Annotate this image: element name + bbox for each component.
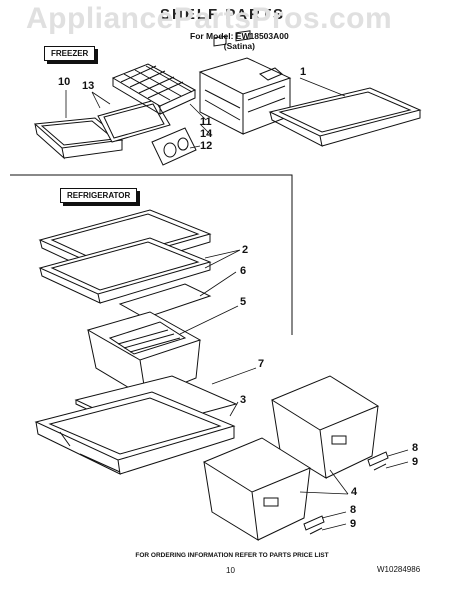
page-number: 10 [226, 566, 235, 575]
ice-tray-frame-drawing [97, 99, 171, 143]
icemaker-housing-drawing [198, 30, 292, 135]
model-subtitle: For Model: EW18503A00 (Satina) [190, 31, 289, 51]
document-number: W10284986 [377, 565, 421, 574]
callout-6: 6 [240, 265, 247, 277]
callout-8-lower: 8 [350, 504, 357, 516]
leader-lines [65, 77, 409, 531]
drawer-clip-drawing [303, 451, 389, 535]
callout-9-lower: 9 [350, 518, 357, 530]
crisper-drawer-upper-drawing [270, 375, 380, 479]
ordering-info: FOR ORDERING INFORMATION REFER TO PARTS … [135, 552, 329, 559]
crisper-drawer-lower-drawing [202, 437, 312, 541]
freezer-basket-drawing [33, 117, 124, 160]
callout-3: 3 [240, 394, 247, 406]
crisper-drawer-drawing [86, 311, 202, 399]
refrigerator-section-label: REFRIGERATOR [60, 188, 138, 203]
callout-14: 14 [200, 128, 213, 140]
callout-12: 12 [200, 140, 213, 152]
refrigerator-section-frame [10, 174, 293, 335]
callout-2: 2 [242, 244, 249, 256]
ice-cube-tray-drawing [111, 63, 197, 115]
callout-13: 13 [82, 80, 95, 92]
watermark: AppliancePartsPros.com [26, 2, 393, 35]
callout-4: 4 [351, 486, 358, 498]
page-title: SHELF PARTS [160, 6, 286, 23]
ice-bin-cap-drawing [151, 127, 197, 166]
model-line: For Model: EW18503A00 [190, 31, 289, 41]
shelf-frame-drawing [118, 283, 212, 319]
callout-5: 5 [240, 296, 247, 308]
refrigerator-shelf-drawing [38, 209, 212, 304]
callout-11: 11 [200, 116, 212, 128]
callout-8-upper: 8 [412, 442, 419, 454]
model-suffix: (Satina) [223, 41, 255, 51]
callout-10: 10 [58, 76, 71, 88]
freezer-section-label: FREEZER [44, 46, 96, 61]
callout-9-upper: 9 [412, 456, 419, 468]
callout-1: 1 [300, 66, 307, 78]
callout-7: 7 [258, 358, 265, 370]
crisper-cover-frame-drawing [34, 391, 236, 475]
freezer-shelf-drawing [268, 87, 422, 147]
